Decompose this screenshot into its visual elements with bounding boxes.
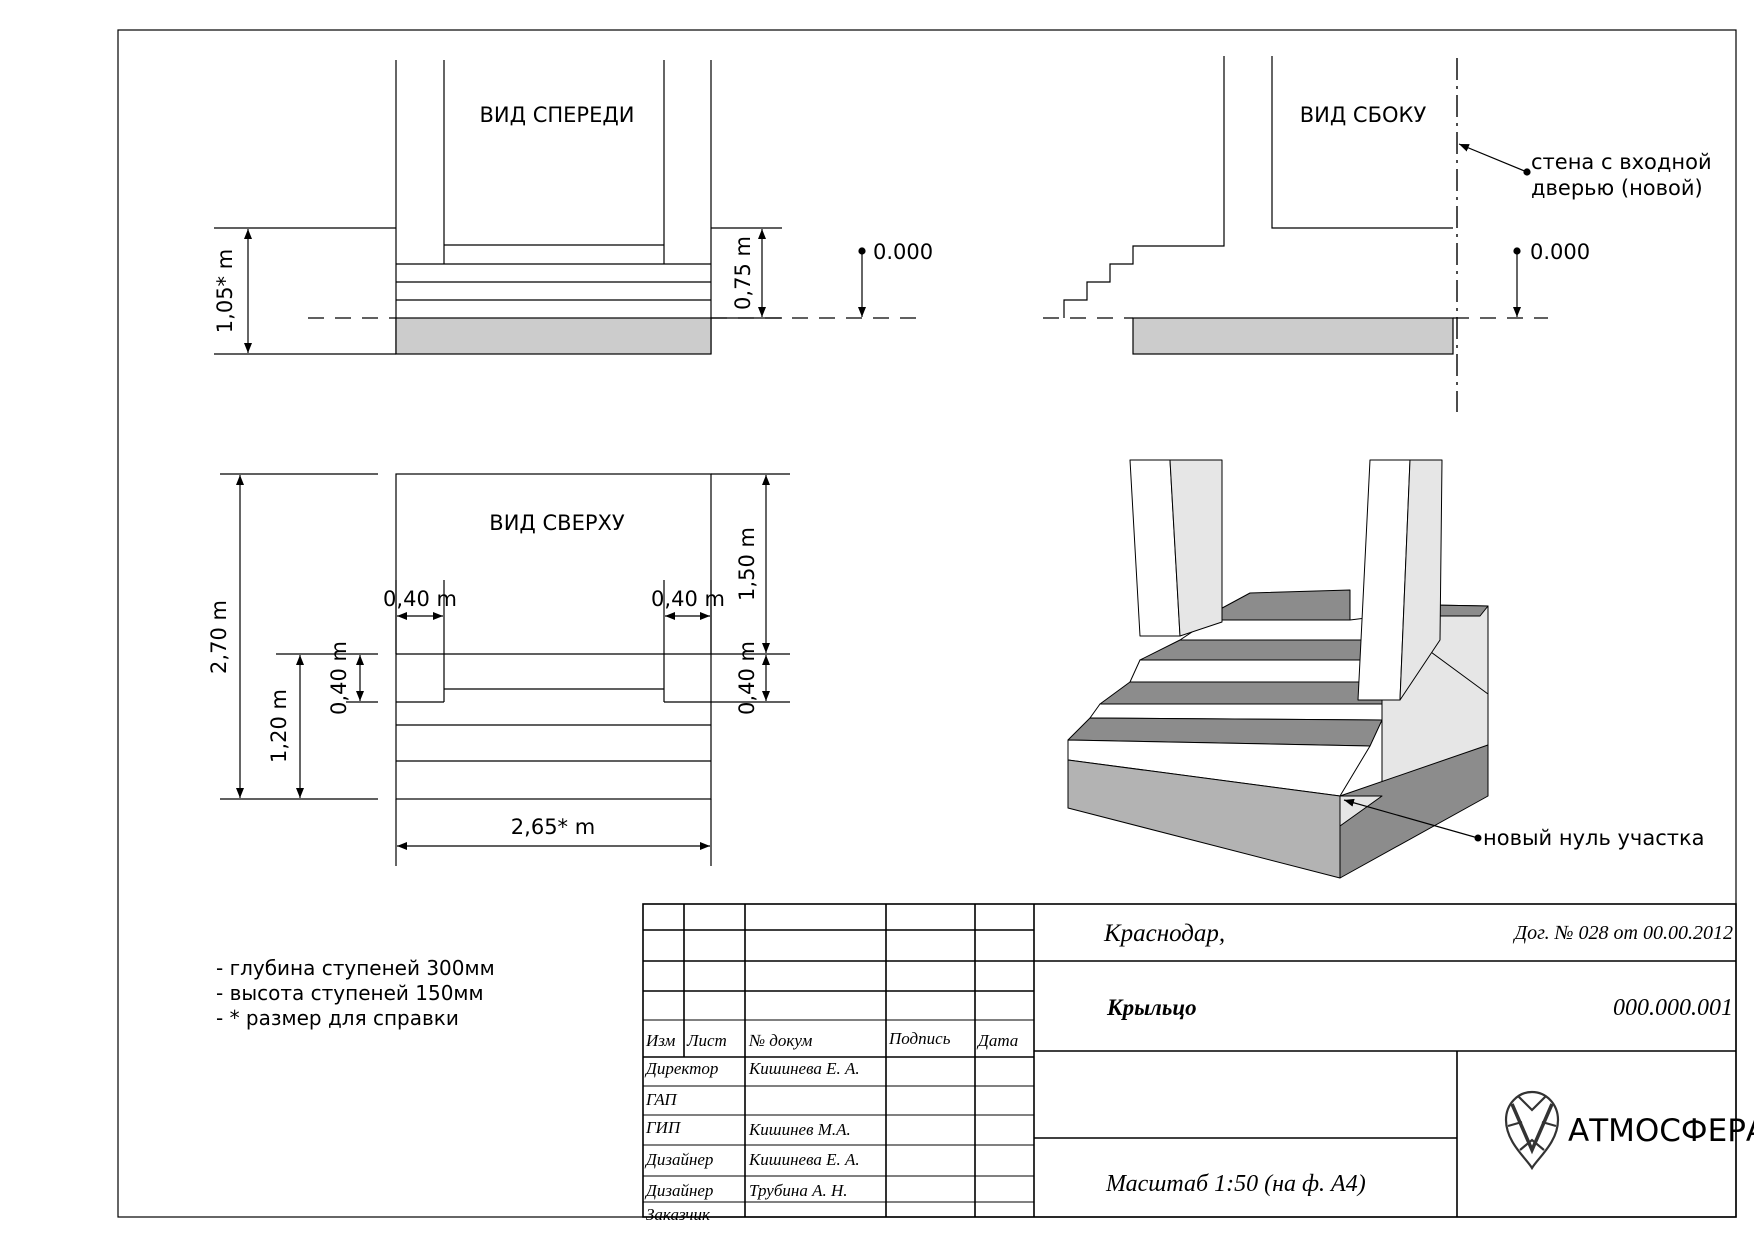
top-dim-right-width: 0,40 m — [651, 587, 725, 611]
perspective-view — [1067, 459, 1489, 879]
tb-header: Подпись — [888, 1029, 951, 1048]
note-line: - высота ступеней 150мм — [216, 981, 484, 1005]
front-dim-step-height: 0,75 m — [731, 236, 755, 310]
front-dim-total-height: 1,05* m — [213, 249, 237, 333]
side-view — [1043, 56, 1548, 412]
tb-role: ГИП — [645, 1118, 682, 1137]
tb-role: Заказчик — [646, 1205, 711, 1224]
tb-name: Трубина А. Н. — [749, 1181, 848, 1200]
front-view — [214, 60, 920, 355]
side-wall-note-line2: дверью (новой) — [1531, 176, 1703, 200]
top-view-title: ВИД СВЕРХУ — [489, 511, 625, 535]
tb-name: Кишинева Е. А. — [748, 1150, 860, 1169]
tb-code: 000.000.001 — [1613, 995, 1733, 1021]
tb-header: № докум — [748, 1031, 812, 1050]
front-ground-slab — [395, 317, 712, 355]
top-dim-left-width: 0,40 m — [383, 587, 457, 611]
top-view — [220, 473, 790, 866]
note-line: - глубина ступеней 300мм — [216, 956, 495, 980]
tb-header: Лист — [686, 1031, 727, 1050]
top-dim-right-upper: 1,50 m — [735, 527, 759, 601]
company-name: АТМОСФЕРА — [1568, 1113, 1754, 1149]
tb-city: Краснодар, — [1103, 920, 1225, 947]
tb-role: ГАП — [645, 1090, 678, 1109]
top-dim-left-small: 0,40 m — [327, 641, 351, 715]
tb-name: Кишинева Е. А. — [748, 1059, 860, 1078]
side-wall-note-line1: стена с входной — [1531, 150, 1712, 174]
top-dim-total-width: 2,65* m — [511, 815, 595, 839]
side-view-title: ВИД СБОКУ — [1300, 103, 1427, 127]
tb-scale: Масштаб 1:50 (на ф. А4) — [1105, 1171, 1366, 1197]
tb-role: Дизайнер — [644, 1181, 713, 1200]
logo-emblem-icon — [1504, 1090, 1560, 1171]
top-dim-right-small: 0,40 m — [735, 641, 759, 715]
tb-name: Кишинев М.А. — [748, 1120, 851, 1139]
tb-object: Крыльцо — [1106, 995, 1197, 1020]
tb-header: Изм — [645, 1031, 675, 1050]
note-line: - * размер для справки — [216, 1006, 459, 1030]
front-level-label: 0.000 — [873, 240, 933, 264]
title-block — [642, 903, 1737, 1218]
company-logo: АТМОСФЕРА — [1504, 1090, 1754, 1171]
tb-contract: Дог. № 028 от 00.00.2012 — [1512, 922, 1733, 944]
side-ground-slab — [1132, 317, 1454, 355]
tb-role: Директор — [644, 1059, 718, 1078]
perspective-note: новый нуль участка — [1483, 826, 1705, 850]
front-view-title: ВИД СПЕРЕДИ — [480, 103, 635, 127]
side-level-label: 0.000 — [1530, 240, 1590, 264]
tb-header: Дата — [976, 1031, 1018, 1050]
top-dim-lower-depth: 1,20 m — [267, 689, 291, 763]
tb-role: Дизайнер — [644, 1150, 713, 1169]
top-dim-total-depth: 2,70 m — [207, 600, 231, 674]
